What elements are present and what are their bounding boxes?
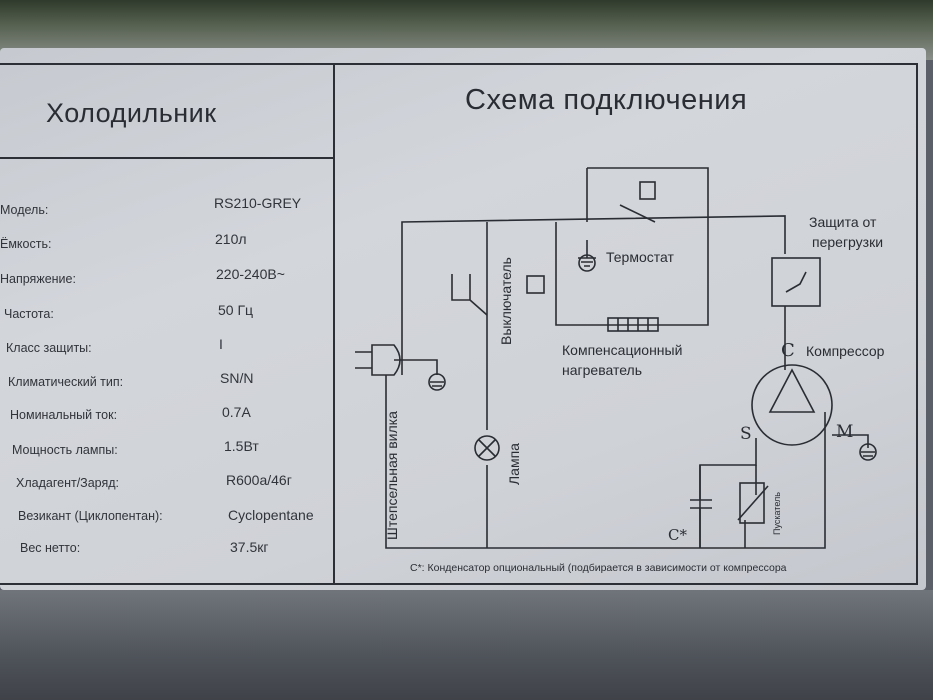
product-title: Холодильник: [46, 98, 217, 128]
spec-label-lamp-power: Мощность лампы:: [12, 443, 118, 457]
overload-label-line1: Защита от: [809, 214, 877, 230]
terminal-m-label: M: [836, 422, 854, 442]
main-wire: [401, 215, 786, 375]
thermostat-box: [555, 167, 709, 326]
terminal-c-label: C: [781, 340, 795, 361]
panel-divider: [333, 63, 335, 585]
heater-icon: [607, 317, 659, 332]
spec-label-refrigerant: Хладагент/Заряд:: [16, 476, 120, 490]
spec-value-protection-class: I: [219, 336, 223, 352]
spec-label-voltage: Напряжение:: [0, 272, 76, 286]
spec-value-refrigerant: R600a/46г: [226, 472, 292, 488]
spec-value-capacity: 210л: [215, 231, 247, 247]
indicator-icon: [526, 275, 545, 294]
thermostat-ground-icon: [578, 240, 596, 267]
plug-ground-icon: [428, 373, 446, 391]
ptc-label: Пускатель: [772, 492, 782, 535]
spec-label-capacity: Ёмкость:: [0, 237, 52, 251]
spec-value-net-weight: 37.5кг: [230, 539, 269, 555]
spec-label-climate-type: Климатический тип:: [8, 375, 124, 389]
appliance-label: [0, 48, 926, 590]
spec-label-rated-current: Номинальный ток:: [10, 408, 118, 422]
plug-neutral-wire: [385, 375, 826, 549]
door-switch-icon: [451, 274, 488, 316]
heater-label-line2: нагреватель: [562, 362, 642, 378]
background-bottom: [0, 590, 933, 700]
lamp-icon: [474, 435, 500, 461]
capacitor-note: C*: Конденсатор опциональный (подбираетс…: [410, 562, 787, 574]
plug-label: Штепсельная вилка: [384, 411, 400, 540]
spec-label-frequency: Частота:: [4, 307, 54, 321]
capacitor-icon: [690, 465, 712, 548]
spec-value-blowing-agent: Cyclopentane: [228, 507, 314, 523]
spec-label-blowing-agent: Везикант (Циклопентан):: [18, 509, 163, 523]
spec-label-net-weight: Вес нетто:: [20, 541, 81, 555]
thermostat-switch: [619, 204, 656, 223]
compressor-icon: [751, 364, 833, 446]
capacitor-label: C*: [668, 526, 687, 544]
label-frame: [0, 63, 918, 585]
spec-label-model: Модель:: [0, 203, 49, 217]
heater-label-line1: Компенсационный: [562, 342, 683, 358]
spec-value-model: RS210-GREY: [214, 195, 302, 211]
overload-label-line2: перегрузки: [812, 234, 884, 250]
diagram-title: Схема подключения: [465, 84, 748, 116]
spec-value-climate-type: SN/N: [220, 370, 254, 386]
switch-label: Выключатель: [498, 257, 514, 345]
ptc-starter-icon: [739, 482, 765, 524]
compressor-label: Компрессор: [806, 343, 885, 359]
overload-protector-icon: [771, 257, 821, 307]
lamp-label: Лампа: [506, 443, 522, 485]
spec-label-protection-class: Класс защиты:: [6, 341, 92, 355]
spec-value-voltage: 220-240В~: [216, 266, 285, 282]
terminal-s-label: S: [740, 424, 752, 444]
spec-value-rated-current: 0.7A: [222, 404, 251, 420]
ptc-wire: [744, 465, 757, 548]
thermostat-label: Термостат: [606, 249, 674, 265]
spec-value-lamp-power: 1.5Вт: [224, 438, 259, 454]
plug-icon: [355, 344, 401, 376]
spec-value-frequency: 50 Гц: [218, 302, 254, 318]
thermostat-sensor-icon: [639, 181, 656, 200]
title-divider: [0, 157, 335, 159]
